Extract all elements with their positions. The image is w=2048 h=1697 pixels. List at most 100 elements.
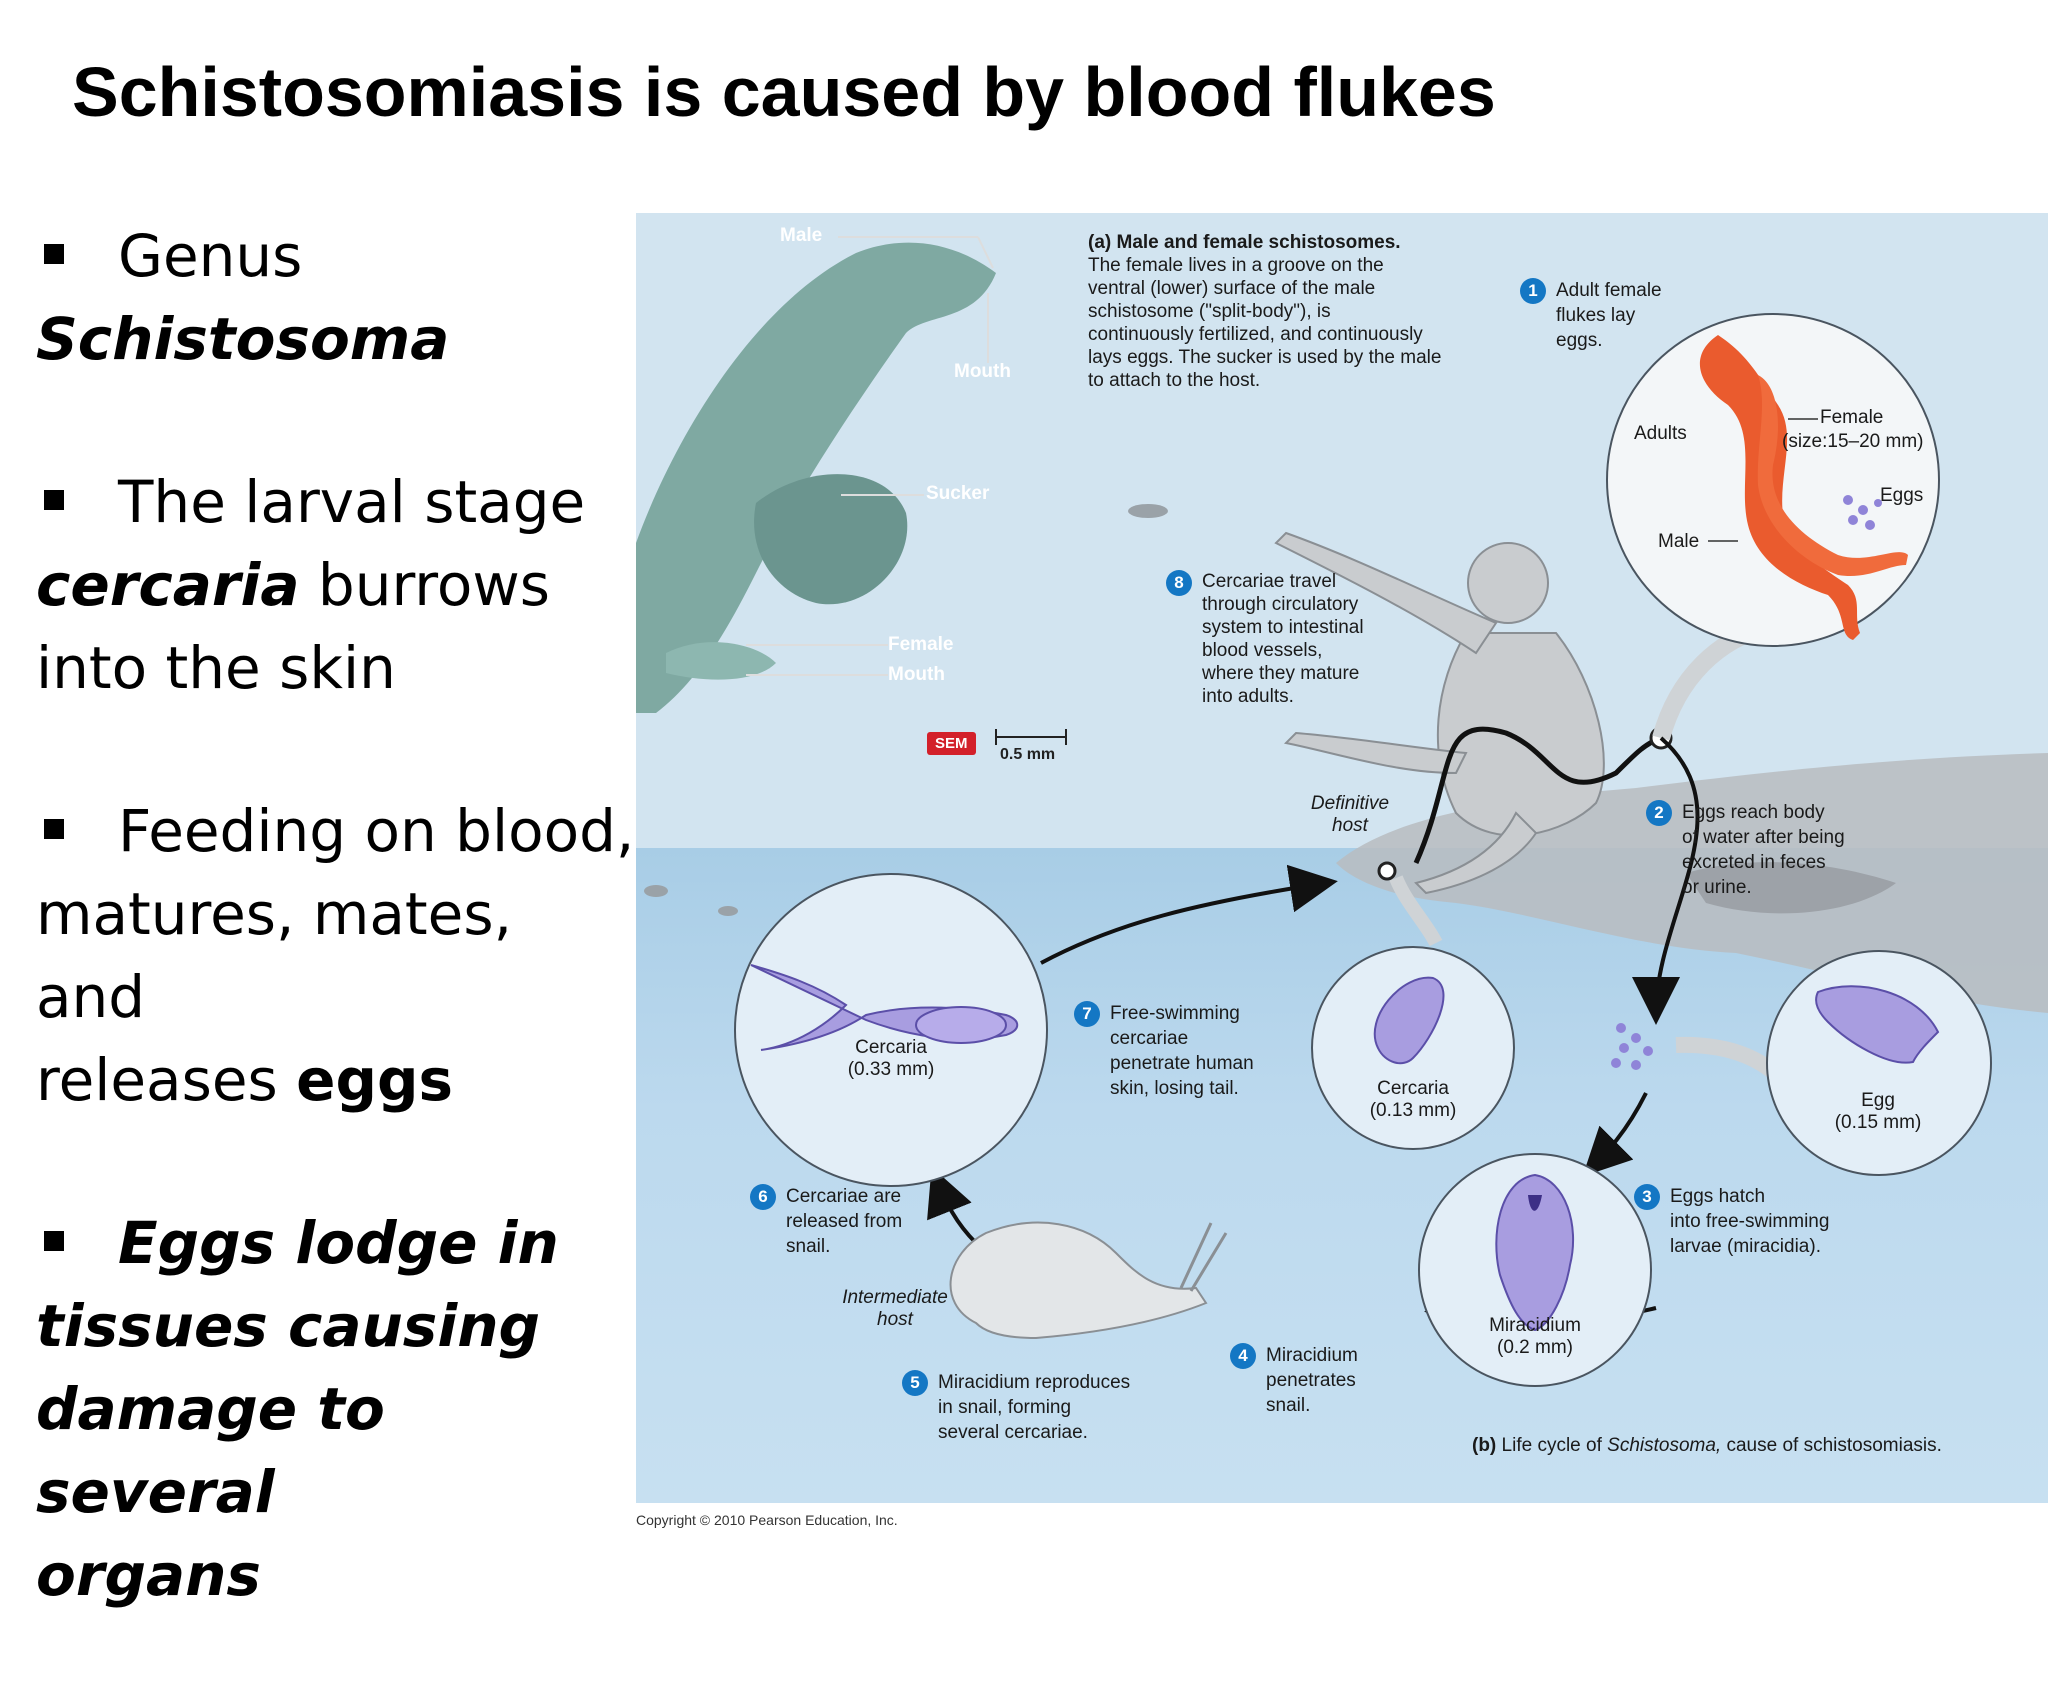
intermediate-host-line: Intermediate xyxy=(842,1287,948,1308)
egg-icon xyxy=(1815,985,1940,1064)
adults-circle: Adults Female (size:15–20 mm) Eggs Male xyxy=(1606,313,1940,647)
cercaria-small-label: Cercaria (0.13 mm) xyxy=(1358,1078,1468,1122)
sem-label-sucker: Sucker xyxy=(926,483,990,504)
scale-bar-label: 0.5 mm xyxy=(1000,746,1056,763)
cercaria-large-name: Cercaria xyxy=(855,1037,927,1058)
label-female: Female xyxy=(1820,407,1884,428)
bullet-emphasis: Schistosoma xyxy=(36,305,450,373)
intermediate-host-label: Intermediate host xyxy=(820,1287,970,1331)
step-text: larvae (miracidia). xyxy=(1670,1236,1821,1257)
bullet-square-icon xyxy=(44,818,64,839)
bullet-feeding: Feeding on blood, matures, mates, and re… xyxy=(36,790,636,1122)
caption-a-line: lays eggs. The sucker is used by the mal… xyxy=(1088,347,1442,368)
step-text: snail. xyxy=(1266,1395,1311,1416)
step-text: where they mature xyxy=(1202,663,1360,684)
step-text: through circulatory xyxy=(1202,594,1359,615)
step-text: system to intestinal xyxy=(1202,617,1364,638)
caption-a-line: schistosome ("split-body"), is xyxy=(1088,301,1331,322)
label-adults: Adults xyxy=(1634,423,1687,444)
intermediate-host-line: host xyxy=(877,1309,913,1330)
label-size: (size:15–20 mm) xyxy=(1782,431,1924,452)
step-number-badge: 7 xyxy=(1074,1001,1100,1027)
caption-b-part: cause of schistosomiasis. xyxy=(1726,1435,1942,1456)
bullet-square-icon xyxy=(44,489,64,510)
sem-badge: SEM xyxy=(927,732,976,755)
step-text: several cercariae. xyxy=(938,1422,1088,1443)
sem-fluke-image xyxy=(636,242,996,713)
caption-b: (b) Life cycle of Schistosoma, cause of … xyxy=(1472,1433,1942,1458)
bullet-text: tissues causing xyxy=(36,1292,541,1360)
step-text: cercariae xyxy=(1110,1028,1189,1049)
cercaria-small-name: Cercaria xyxy=(1377,1078,1449,1099)
sem-label-male: Male xyxy=(780,225,823,246)
step-text: penetrates xyxy=(1266,1370,1356,1391)
step-number-badge: 5 xyxy=(902,1370,928,1396)
step-text: released from xyxy=(786,1211,903,1232)
miracidium-name: Miracidium xyxy=(1489,1315,1581,1336)
bullet-text: Feeding on blood, xyxy=(118,797,635,865)
miracidium-label: Miracidium (0.2 mm) xyxy=(1480,1315,1590,1359)
step-text: of water after being xyxy=(1682,827,1845,848)
bullet-emphasis: cercaria xyxy=(36,551,300,619)
step-text: flukes lay xyxy=(1556,305,1636,326)
egg-label: Egg (0.15 mm) xyxy=(1823,1090,1933,1134)
egg-circle: Egg (0.15 mm) xyxy=(1766,950,1992,1176)
caption-a-line: The female lives in a groove on the xyxy=(1088,255,1384,276)
cercaria-small-size: (0.13 mm) xyxy=(1369,1100,1457,1121)
cercaria-large-label: Cercaria (0.33 mm) xyxy=(841,1037,941,1081)
bullet-text: into the skin xyxy=(36,634,396,702)
copyright-notice: Copyright © 2010 Pearson Education, Inc. xyxy=(636,1512,898,1528)
step-text: or urine. xyxy=(1682,877,1752,898)
cercaria-large-circle: Cercaria (0.33 mm) xyxy=(734,873,1048,1187)
bullet-text: burrows xyxy=(317,551,551,619)
caption-a-line: continuously fertilized, and continuousl… xyxy=(1088,324,1423,345)
sem-label-mouth-female: Mouth xyxy=(888,664,945,685)
step-text: Eggs hatch xyxy=(1670,1186,1766,1207)
step-text: Miracidium reproduces xyxy=(938,1372,1131,1393)
miracidium-size: (0.2 mm) xyxy=(1497,1337,1573,1358)
sem-label-mouth: Mouth xyxy=(954,361,1011,382)
slide-title: Schistosomiasis is caused by blood fluke… xyxy=(72,53,1496,131)
step-text: excreted in feces xyxy=(1682,852,1826,873)
step-text: Eggs reach body xyxy=(1682,802,1825,823)
bullet-larval-stage: The larval stage cercaria burrows into t… xyxy=(36,461,636,710)
bullet-genus: Genus Schistosoma xyxy=(36,215,636,381)
bullet-text: Genus xyxy=(118,222,303,290)
bullet-square-icon xyxy=(44,243,64,264)
cercaria-head-icon xyxy=(1373,976,1445,1065)
cercaria-icon xyxy=(750,964,1019,1051)
egg-name: Egg xyxy=(1861,1090,1895,1111)
definitive-host-line: host xyxy=(1332,815,1368,836)
adult-flukes-icon xyxy=(1699,335,1908,640)
step-5: 5 Miracidium reproduces in snail, forming… xyxy=(902,1370,1130,1445)
figure-illustration xyxy=(636,236,2048,1342)
caption-a-heading: (a) Male and female schistosomes. xyxy=(1088,232,1401,253)
step-number-badge: 2 xyxy=(1646,800,1672,826)
bullet-text: damage to several xyxy=(36,1375,385,1526)
cercaria-large-size: (0.33 mm) xyxy=(847,1059,935,1080)
caption-a: (a) Male and female schistosomes. The fe… xyxy=(1088,231,1528,392)
step-text: into adults. xyxy=(1202,686,1294,707)
definitive-host-line: Definitive xyxy=(1310,793,1390,814)
step-text: Miracidium xyxy=(1266,1345,1358,1366)
bullet-text: The larval stage xyxy=(118,468,586,536)
definitive-host-label: Definitive host xyxy=(1290,793,1410,837)
step-text: in snail, forming xyxy=(938,1397,1072,1418)
miracidium-circle: Miracidium (0.2 mm) xyxy=(1418,1153,1652,1387)
child-host-figure xyxy=(1274,531,1605,895)
life-cycle-figure: Male Mouth Sucker Female Mouth SEM 0.5 m… xyxy=(636,213,2048,1503)
bullet-square-icon xyxy=(44,1230,64,1251)
step-number-badge: 3 xyxy=(1634,1184,1660,1210)
bullet-text: organs xyxy=(36,1541,261,1609)
step-number-badge: 4 xyxy=(1230,1343,1256,1369)
caption-b-part: (b) xyxy=(1472,1435,1497,1456)
step-text: skin, losing tail. xyxy=(1110,1078,1239,1099)
bullet-text: matures, mates, and xyxy=(36,880,513,1031)
step-2: 2 Eggs reach body of water after being exc… xyxy=(1646,800,1845,900)
bullet-list: Genus Schistosoma The larval stage cerca… xyxy=(36,215,636,1697)
label-eggs: Eggs xyxy=(1880,485,1924,506)
